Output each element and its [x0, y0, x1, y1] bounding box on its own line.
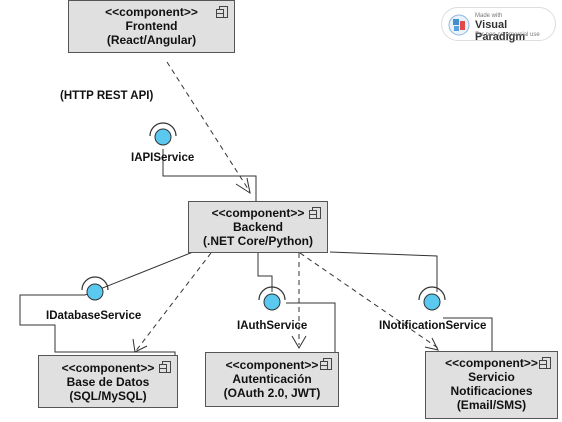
interface-label-database: IDatabaseService [46, 310, 142, 322]
interface-database [81, 276, 109, 301]
interface-auth [258, 286, 286, 311]
watermark-note: For non-commercial use [475, 32, 540, 38]
component-detail: (React/Angular) [106, 33, 197, 47]
watermark-made-with: Made with [475, 13, 503, 19]
api-lollipop-line [162, 149, 257, 201]
component-icon [159, 361, 171, 373]
arrowhead-auth [291, 335, 307, 349]
auth-connector [286, 302, 336, 352]
component-detail: (SQL/MySQL) [69, 389, 147, 403]
watermark-brand: Visual Paradigm [475, 19, 526, 43]
auth-lollipop-line [257, 252, 273, 292]
component-name-2: Notificaciones [450, 384, 533, 398]
component-icon [216, 6, 228, 18]
visual-paradigm-watermark: Made with Visual Paradigm For non-commer… [441, 7, 556, 43]
component-name: Frontend [125, 19, 178, 33]
stereotype: <<component>> [445, 356, 538, 370]
arrowhead-backend [235, 177, 251, 195]
interface-label-auth: IAuthService [237, 320, 308, 332]
database-lollipop-line [19, 251, 194, 357]
component-detail: (.NET Core/Python) [203, 234, 313, 248]
component-name: Base de Datos [66, 375, 150, 389]
component-icon [539, 357, 551, 369]
interface-label-api: IAPIService [131, 152, 195, 164]
component-name: Autenticación [232, 372, 312, 386]
stereotype: <<component>> [61, 361, 155, 375]
arrowhead-notification [424, 337, 439, 351]
notification-lollipop-line [329, 251, 438, 292]
component-detail: (OAuth 2.0, JWT) [223, 386, 321, 400]
stereotype: <<component>> [105, 5, 198, 19]
arrowhead-database [132, 338, 148, 353]
component-auth[interactable]: <<component>> Autenticación (OAuth 2.0, … [205, 352, 339, 407]
visual-paradigm-logo-icon [448, 14, 470, 36]
component-icon [309, 207, 321, 219]
component-notifications[interactable]: <<component>> Servicio Notificaciones (E… [425, 351, 558, 419]
annotation-http-rest-api: (HTTP REST API) [60, 90, 154, 102]
notification-connector [443, 317, 493, 352]
interface-notification [418, 286, 446, 311]
component-backend[interactable]: <<component>> Backend (.NET Core/Python) [188, 201, 328, 253]
component-detail: (Email/SMS) [456, 398, 527, 412]
component-icon [320, 358, 332, 370]
stereotype: <<component>> [225, 358, 319, 372]
dep-backend-database [134, 252, 212, 353]
stereotype: <<component>> [211, 206, 305, 220]
component-name: Backend [232, 220, 284, 234]
component-name: Servicio [468, 370, 515, 384]
frontend-api-dashes [166, 61, 251, 193]
component-database[interactable]: <<component>> Base de Datos (SQL/MySQL) [38, 355, 178, 408]
dep-backend-notification [299, 252, 439, 349]
interface-label-notification: INotificationService [379, 320, 487, 332]
component-frontend[interactable]: <<component>> Frontend (React/Angular) [68, 0, 235, 53]
interface-api [149, 122, 177, 146]
